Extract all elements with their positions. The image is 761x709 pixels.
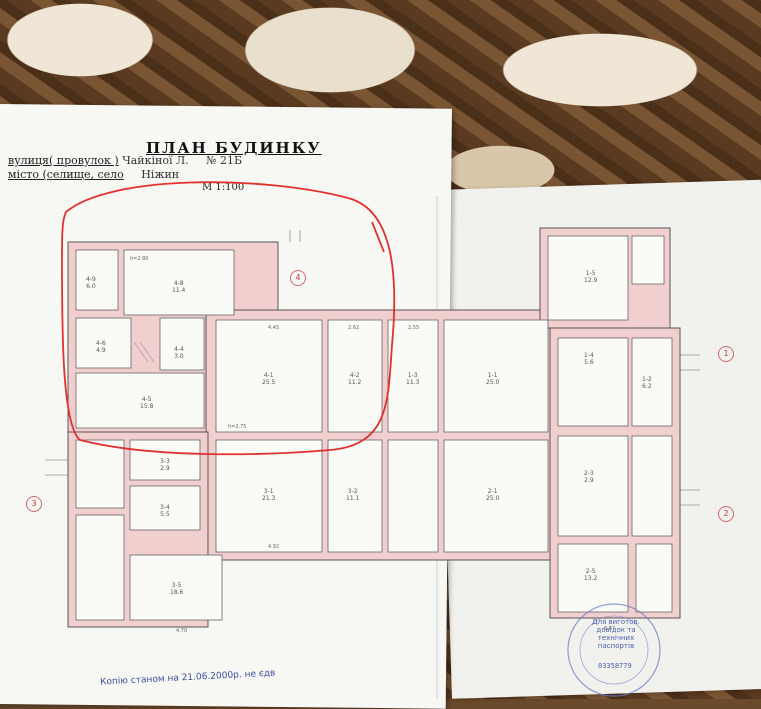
room-2-1 — [443, 439, 549, 553]
ceiling-height-label: h=2.80 — [130, 256, 149, 262]
street-label: вулиця( провулок ) — [8, 154, 119, 167]
room-2-6 — [635, 543, 673, 613]
stair-hatch — [139, 341, 155, 363]
room-1-3 — [387, 319, 439, 433]
red-ink-outline — [61, 181, 396, 456]
room-3-3 — [129, 439, 201, 481]
city-value: Ніжин — [141, 168, 180, 181]
room-2-5 — [557, 543, 629, 613]
house-number: № 21Б — [206, 154, 243, 167]
city-line: місто (селище, село Ніжин — [8, 168, 179, 181]
room-1-4 — [557, 337, 629, 427]
stamp-text: Для виготов. довідок та технічних паспор… — [592, 618, 640, 650]
room-1-5 — [547, 235, 629, 321]
street-value: Чайкіної Л. — [122, 154, 189, 167]
stamp-circle — [567, 603, 661, 697]
room-4-9 — [75, 249, 119, 311]
room-4-5 — [75, 372, 205, 429]
room-1-1 — [443, 319, 549, 433]
room-4-6 — [75, 317, 132, 369]
stamp-number: 03358779 — [598, 662, 632, 670]
room-3-2 — [327, 439, 383, 553]
dimension-label: 4.70 — [176, 628, 188, 634]
ceiling-height-label: h=2.75 — [228, 424, 247, 430]
city-label: місто (селище, село — [8, 168, 124, 181]
section-marker-top: 4 — [290, 270, 306, 286]
dimension-label: 6.67 — [604, 626, 616, 632]
stamp-inner-circle — [579, 615, 649, 685]
room-1-2 — [631, 337, 673, 427]
dimension-label: 4.45 — [268, 325, 280, 331]
street-line: вулиця( провулок ) Чайкіної Л. № 21Б — [8, 154, 242, 167]
dimension-label: 2.62 — [348, 325, 360, 331]
room-4-4 — [159, 317, 205, 371]
room-4-2 — [327, 319, 383, 433]
room-2-3 — [557, 435, 629, 537]
room-3-5 — [129, 554, 223, 621]
room-4-8 — [123, 249, 235, 316]
room-2-2 — [387, 439, 439, 553]
dimension-label: 2.55 — [408, 325, 420, 331]
section-marker-left: 3 — [26, 496, 42, 512]
dimension-label: 4.92 — [268, 544, 280, 550]
room-3-1 — [215, 439, 323, 553]
plan-title: ПЛАН БУДИНКУ — [146, 139, 322, 157]
room-3-7 — [75, 514, 125, 621]
room-2-4 — [631, 435, 673, 537]
room-4-1 — [215, 319, 323, 433]
stair-hatch — [133, 341, 149, 363]
room-3-6 — [75, 439, 125, 509]
room-1-6 — [631, 235, 665, 285]
section-marker-right-2: 2 — [718, 506, 734, 522]
room-3-4 — [129, 485, 201, 531]
section-marker-right-1: 1 — [718, 346, 734, 362]
plan-scale: М 1:100 — [202, 182, 245, 193]
